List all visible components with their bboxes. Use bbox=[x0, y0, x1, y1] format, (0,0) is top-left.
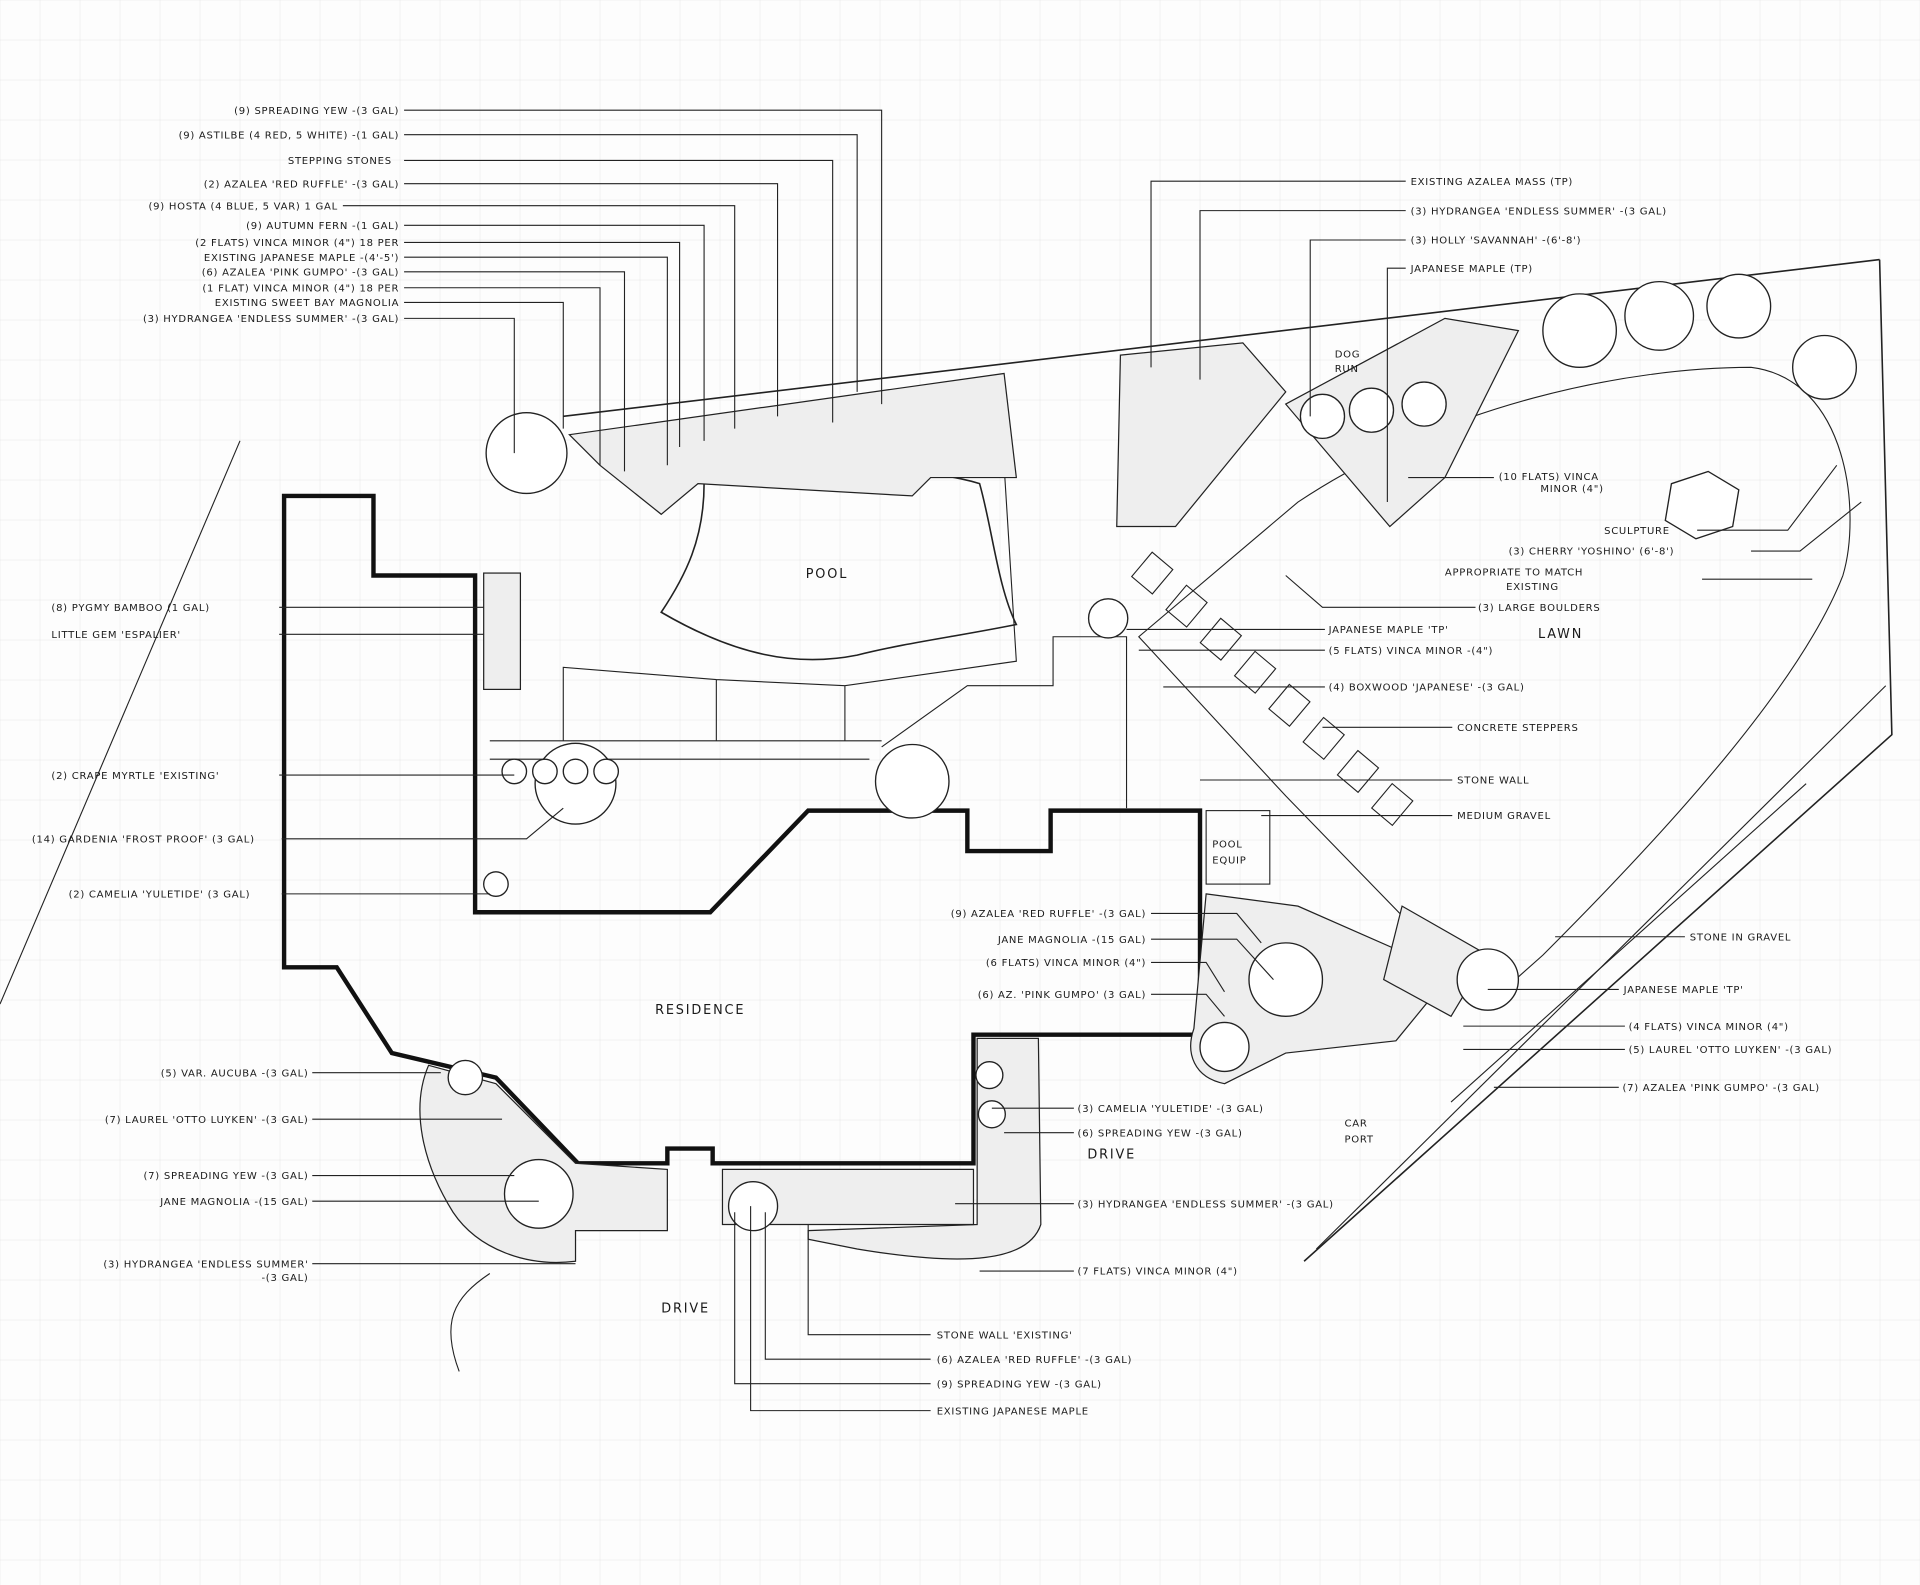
plant-label: (4 flats) Vinca Minor (4") bbox=[1629, 1022, 1789, 1033]
plant-label: (9) Spreading Yew -(3 gal) bbox=[937, 1379, 1102, 1390]
drive-label-south: Drive bbox=[661, 1302, 710, 1317]
dog-run-label: Dog bbox=[1335, 350, 1361, 361]
drive-bed bbox=[807, 1037, 1042, 1260]
plant-label: (14) Gardenia 'Frost Proof' (3 gal) bbox=[32, 834, 255, 845]
plant-label: (9) Spreading Yew -(3 gal) bbox=[234, 106, 399, 117]
plant-label: Japanese Maple 'TP' bbox=[1328, 625, 1449, 636]
plant-label: (3) Hydrangea 'Endless Summer' -(3 gal) bbox=[143, 314, 399, 325]
car-port-label-2: Port bbox=[1345, 1134, 1374, 1145]
plant-label: (2) Azalea 'Red Ruffle' -(3 gal) bbox=[204, 179, 399, 190]
east-bed bbox=[1284, 317, 1520, 528]
plant-label: Stepping Stones bbox=[288, 156, 392, 167]
residence-outline bbox=[281, 493, 1203, 1166]
plant-label: Japanese Maple 'TP' bbox=[1623, 985, 1744, 996]
stone-wall-existing-label: Stone Wall 'Existing' bbox=[937, 1330, 1073, 1341]
property-line-east bbox=[1303, 259, 1893, 1262]
plant-label: (3) Holly 'Savannah' -(6'-8') bbox=[1411, 236, 1582, 247]
car-port-label: Car bbox=[1345, 1119, 1368, 1130]
plant-label: (6) Spreading Yew -(3 gal) bbox=[1078, 1128, 1243, 1139]
plant-label: (3) Camelia 'Yuletide' -(3 gal) bbox=[1078, 1104, 1264, 1115]
plant-label: (8) Pygmy Bamboo (1 gal) bbox=[51, 603, 209, 614]
plant-label: Existing Japanese Maple bbox=[937, 1406, 1089, 1417]
plant-label: Jane Magnolia -(15 gal) bbox=[159, 1197, 308, 1208]
plant-label: (9) Hosta (4 blue, 5 var) 1 gal bbox=[149, 201, 338, 212]
plant-label: Existing Azalea Mass (TP) bbox=[1411, 177, 1573, 188]
property-line-west bbox=[0, 440, 241, 1005]
pool-equip-label-2: Equip bbox=[1212, 855, 1246, 866]
plant-label: (6 flats) Vinca Minor (4") bbox=[986, 958, 1146, 969]
plant-label: (7 flats) Vinca Minor (4") bbox=[1078, 1267, 1238, 1278]
plant-label: Minor (4") bbox=[1540, 484, 1603, 495]
lawn-area bbox=[1137, 366, 1851, 1005]
patio bbox=[881, 636, 1128, 809]
plant-label: Existing bbox=[1506, 582, 1559, 593]
gravel-label: Medium Gravel bbox=[1457, 811, 1551, 822]
plant-label: (6) Azalea 'Pink Gumpo' -(3 gal) bbox=[202, 268, 399, 279]
plant-label: Existing Sweet Bay Magnolia bbox=[215, 298, 399, 309]
plant-symbols bbox=[447, 273, 1858, 1232]
plant-label: (3) Hydrangea 'Endless Summer' -(3 gal) bbox=[1411, 206, 1667, 217]
plant-label: (3) Cherry 'Yoshino' (6'-8') bbox=[1509, 547, 1675, 558]
plant-label: (5) Laurel 'Otto Luyken' -(3 gal) bbox=[1629, 1045, 1833, 1056]
dog-run-bed bbox=[1116, 342, 1287, 528]
plant-label: (6) Azalea 'Red Ruffle' -(3 gal) bbox=[937, 1355, 1132, 1366]
plant-label: Existing Japanese Maple -(4'-5') bbox=[204, 253, 399, 264]
plant-label: (3) Hydrangea 'Endless Summer' bbox=[103, 1259, 308, 1270]
plant-label: (9) Autumn Fern -(1 gal) bbox=[246, 221, 399, 232]
plant-label: Little Gem 'Espalier' bbox=[51, 630, 180, 641]
plant-label: (2) Camelia 'Yuletide' (3 gal) bbox=[69, 890, 251, 901]
drive-label-east: Drive bbox=[1087, 1147, 1136, 1162]
plant-label: -(3 gal) bbox=[261, 1273, 308, 1284]
pool-label: Pool bbox=[806, 567, 848, 582]
plant-label: (2 flats) Vinca Minor (4") 18 per bbox=[195, 238, 399, 249]
steppers-label: Concrete Steppers bbox=[1457, 723, 1578, 734]
plant-label: (7) Laurel 'Otto Luyken' -(3 gal) bbox=[105, 1115, 309, 1126]
plant-label: Jane Magnolia -(15 gal) bbox=[997, 935, 1146, 946]
bamboo-bed bbox=[483, 572, 522, 691]
pool-equipment-pad bbox=[1205, 810, 1271, 885]
plant-label: Japanese Maple (TP) bbox=[1410, 264, 1533, 275]
plant-label: (9) Astilbe (4 red, 5 white) -(1 gal) bbox=[179, 130, 400, 141]
plant-label: (5 flats) Vinca Minor -(4") bbox=[1329, 646, 1494, 657]
sculpture-label: Sculpture bbox=[1604, 526, 1670, 537]
plant-label: (2) Crape Myrtle 'Existing' bbox=[51, 771, 219, 782]
north-bed bbox=[568, 372, 1018, 516]
pool-deck bbox=[489, 464, 1017, 760]
plant-label: Appropriate to Match bbox=[1445, 568, 1583, 579]
leader-lines bbox=[279, 109, 1862, 1412]
plant-label: (4) Boxwood 'Japanese' -(3 gal) bbox=[1329, 683, 1525, 694]
boulders-label: (3) Large Boulders bbox=[1478, 603, 1601, 614]
plant-label: (6) Az. 'Pink Gumpo' (3 gal) bbox=[978, 990, 1146, 1001]
plant-label: (3) Hydrangea 'Endless Summer' -(3 gal) bbox=[1078, 1199, 1334, 1210]
dog-run-label-2: Run bbox=[1335, 364, 1359, 375]
plant-label: (10 flats) Vinca bbox=[1499, 472, 1599, 483]
lawn-label: Lawn bbox=[1538, 627, 1583, 642]
pool-equip-label: Pool bbox=[1212, 839, 1242, 850]
plant-label: (7) Spreading Yew -(3 gal) bbox=[144, 1171, 309, 1182]
concrete-steppers bbox=[1130, 551, 1414, 827]
residence-label: Residence bbox=[655, 1003, 745, 1018]
stone-in-gravel-label: Stone in Gravel bbox=[1690, 932, 1791, 943]
plant-label: (7) Azalea 'Pink Gumpo' -(3 gal) bbox=[1622, 1083, 1819, 1094]
plant-label: (5) Var. Aucuba -(3 gal) bbox=[161, 1068, 309, 1079]
plant-label: (1 flat) Vinca Minor (4") 18 per bbox=[202, 283, 399, 294]
plant-label: (9) Azalea 'Red Ruffle' -(3 gal) bbox=[951, 909, 1146, 920]
stone-wall-label: Stone Wall bbox=[1457, 776, 1529, 787]
front-bed bbox=[721, 1168, 975, 1226]
